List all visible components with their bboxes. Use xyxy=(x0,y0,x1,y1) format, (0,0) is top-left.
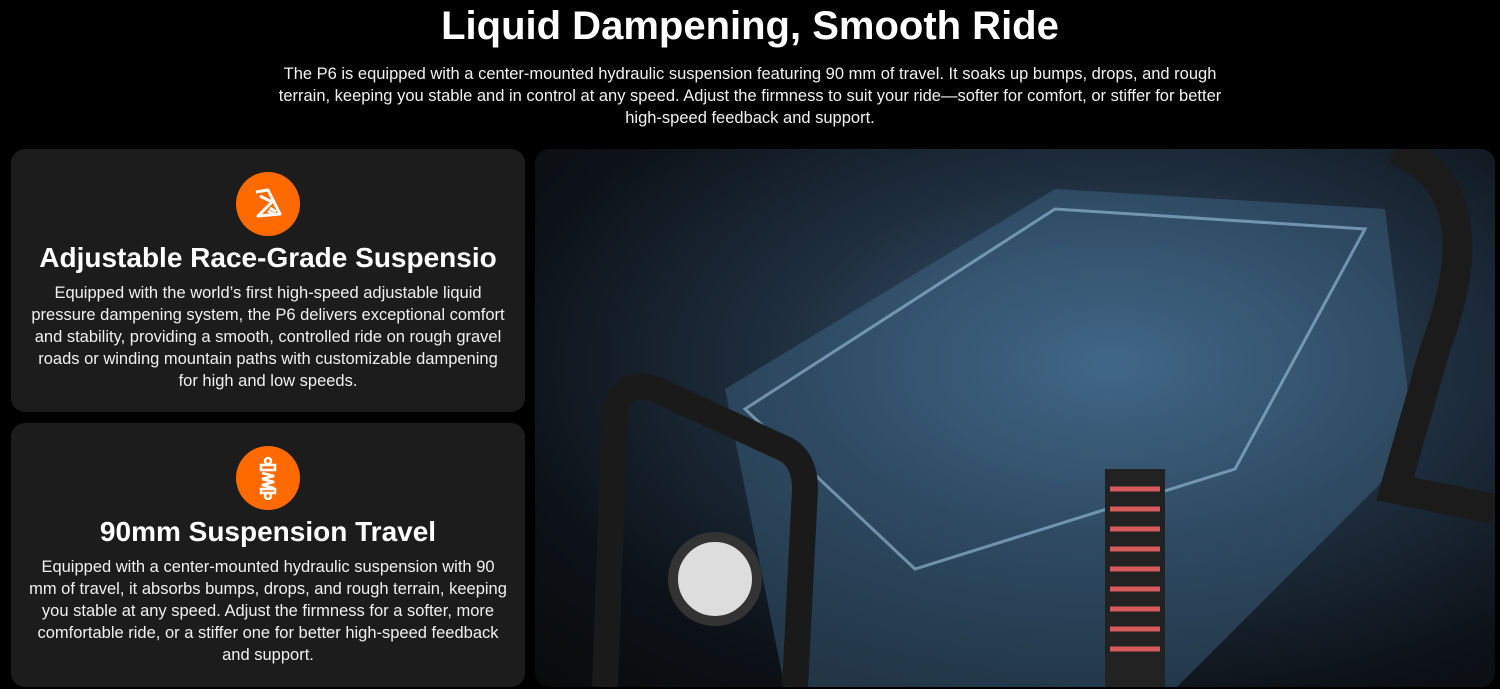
feature-text: Equipped with the world’s first high-spe… xyxy=(31,284,505,390)
feature-text: Equipped with a center-mounted hydraulic… xyxy=(29,558,507,664)
intro-text: The P6 is equipped with a center-mounted… xyxy=(278,65,1222,127)
page-title: Liquid Dampening, Smooth Ride xyxy=(441,4,1059,48)
suspension-cutaway-image xyxy=(535,149,1495,687)
shock-absorber-icon xyxy=(236,446,300,510)
feature-title: 90mm Suspension Travel xyxy=(99,516,437,547)
feature-card-suspension-travel: 90mm Suspension Travel Equipped with a c… xyxy=(11,423,525,687)
feature-title: Adjustable Race-Grade Suspensio xyxy=(39,242,497,273)
suspension-adjust-icon xyxy=(236,172,300,236)
feature-card-adjustable-suspension: Adjustable Race-Grade Suspensio Equipped… xyxy=(11,149,525,412)
